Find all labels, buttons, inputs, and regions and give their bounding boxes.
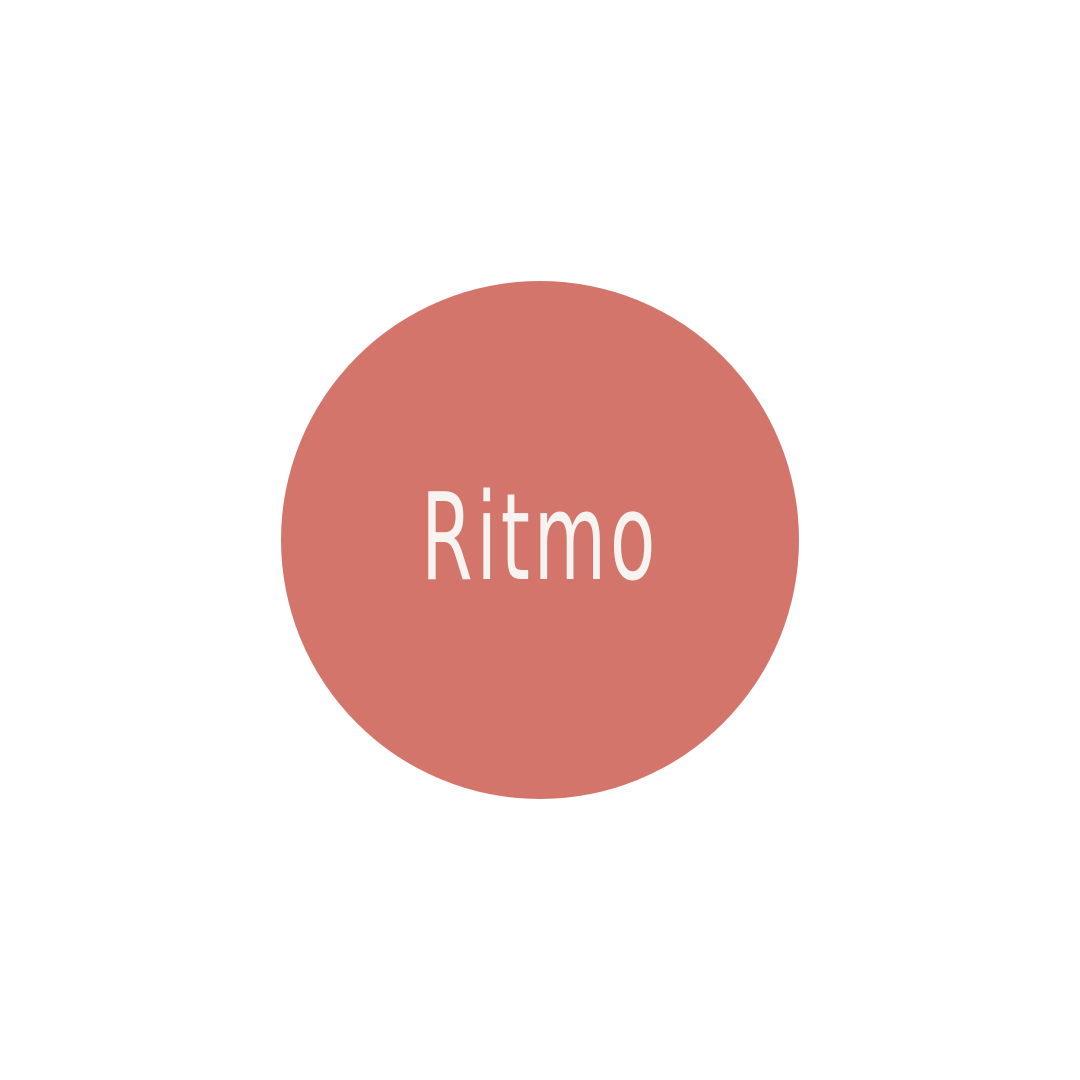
logo-badge: Ritmo — [281, 281, 799, 799]
logo-wordmark: Ritmo — [420, 469, 660, 608]
